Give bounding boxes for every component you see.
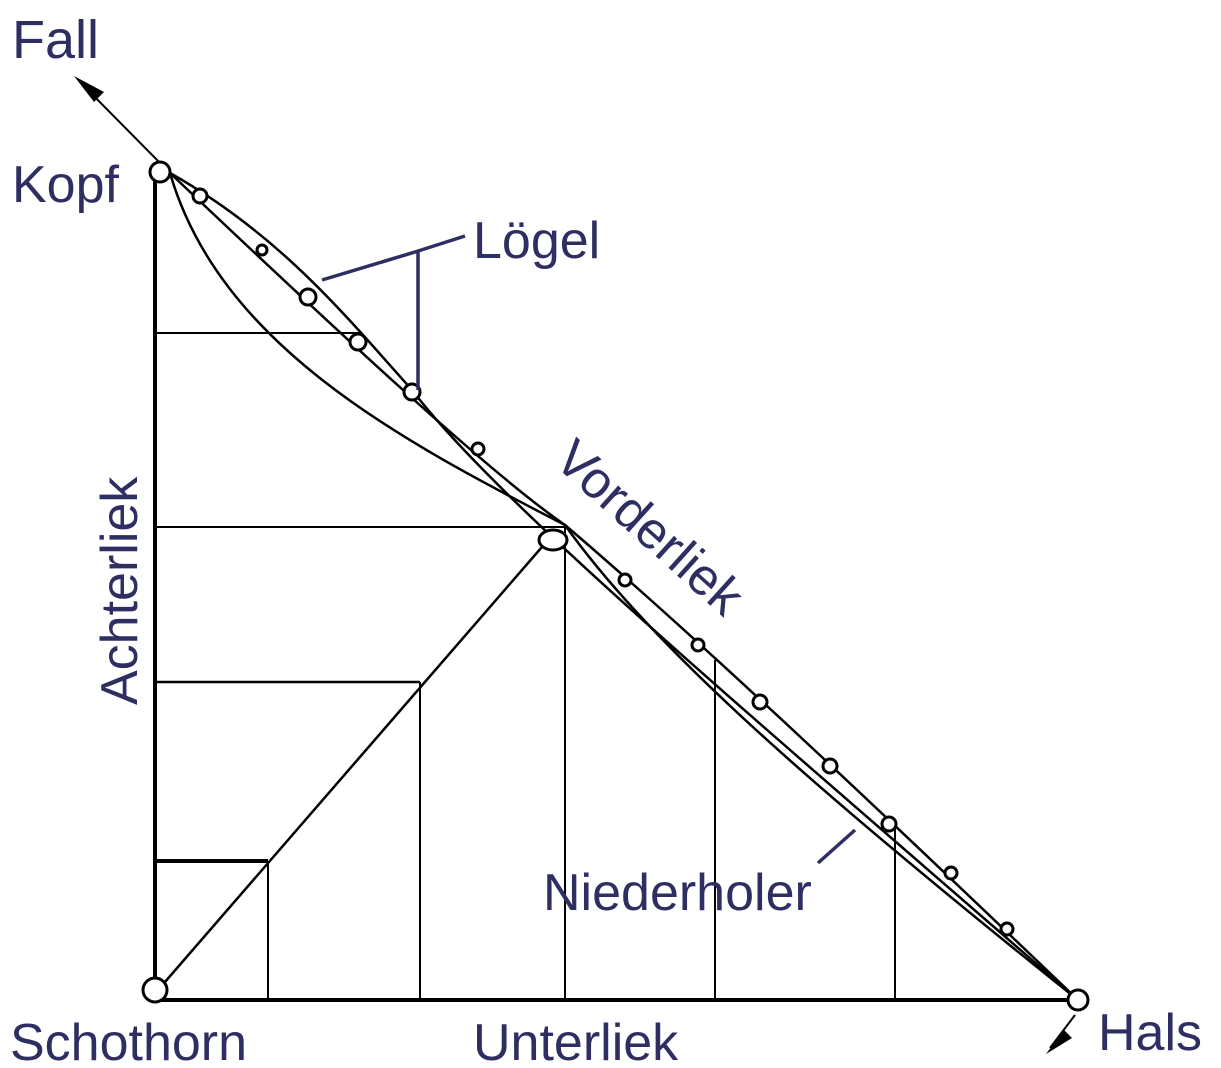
fall-label: Fall <box>12 10 99 70</box>
achterliek-label: Achterliek <box>91 476 149 705</box>
niederholer-leader <box>816 828 857 865</box>
loegel-label: Lögel <box>473 212 600 270</box>
niederholer-label: Niederholer <box>543 864 812 922</box>
luff-ring-3 <box>298 287 318 307</box>
luff-ring-11 <box>880 815 898 833</box>
construction-lines <box>155 332 896 1000</box>
kopf-ring <box>148 160 172 184</box>
loegel-leader <box>321 234 466 282</box>
kopf-label: Kopf <box>12 156 120 214</box>
luff-ring-1 <box>191 187 209 205</box>
sail-rings <box>141 160 1090 1012</box>
hals-arrow <box>1046 1014 1076 1054</box>
hals-label: Hals <box>1098 1004 1202 1062</box>
luff-ring-5 <box>402 382 422 402</box>
schothorn-ring <box>141 976 169 1004</box>
sail-outline <box>153 171 1079 1002</box>
niederholer-curve <box>168 172 1079 1001</box>
diagonal-left <box>157 539 549 991</box>
fall-arrow <box>74 76 166 169</box>
luff-ring-10 <box>821 757 839 775</box>
schothorn-label: Schothorn <box>10 1014 247 1068</box>
hals-ring <box>1066 988 1090 1012</box>
vorderliek-edge <box>169 172 1079 1001</box>
label-leaders <box>321 234 857 865</box>
clew-block-ring <box>537 528 569 552</box>
unterliek-label: Unterliek <box>473 1014 679 1068</box>
loegel-curve <box>169 171 1079 1001</box>
luff-ring-8 <box>690 637 706 653</box>
luff-ring-7 <box>617 572 633 588</box>
luff-ring-9 <box>751 693 769 711</box>
luff-ring-2 <box>255 243 269 257</box>
luff-ring-6 <box>470 441 486 457</box>
luff-ring-4 <box>348 332 368 352</box>
luff-ring-13 <box>999 921 1015 937</box>
luff-ring-12 <box>943 865 959 881</box>
